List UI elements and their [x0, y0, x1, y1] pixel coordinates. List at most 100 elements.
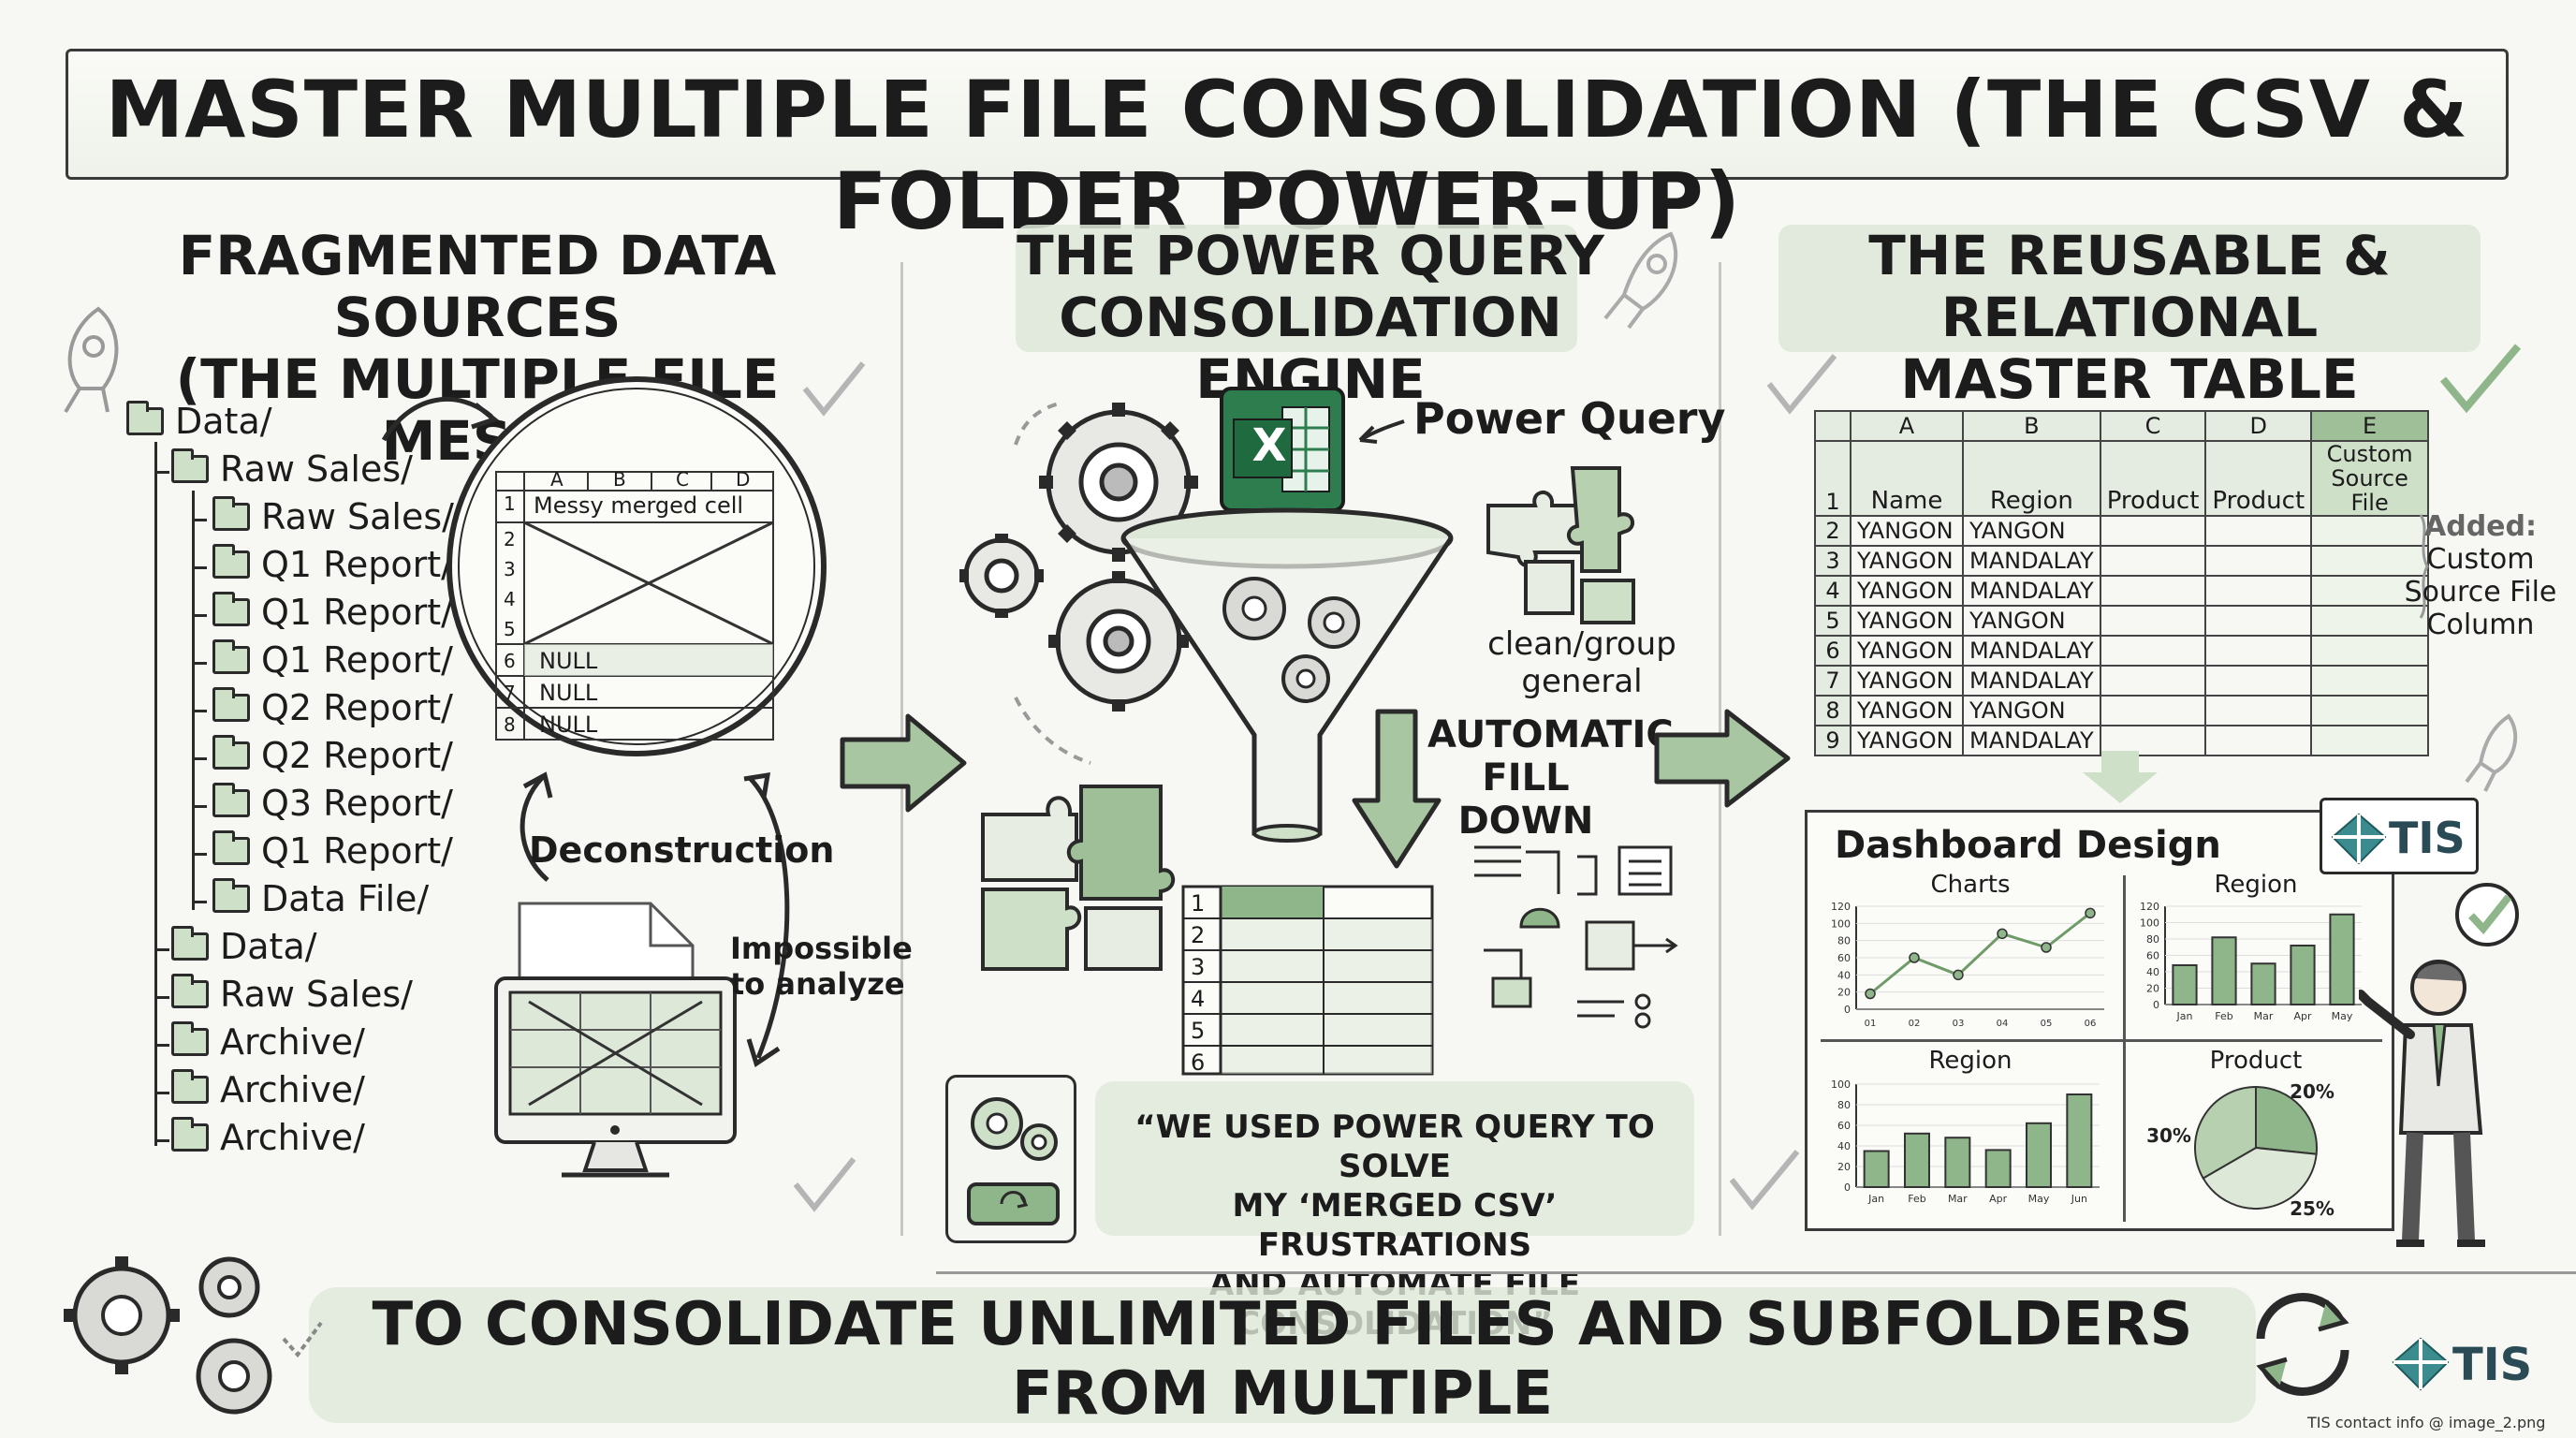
x-tick-label: Jan: [2176, 1010, 2193, 1022]
folder-item[interactable]: Q3 Report/: [192, 783, 453, 824]
grid-row-num: 5: [1191, 1018, 1206, 1044]
y-tick-label: 100: [1831, 1078, 1851, 1091]
puzzle-icon: [981, 785, 1176, 971]
pie-label: 30%: [2146, 1124, 2191, 1147]
folder-item[interactable]: Q1 Report/: [192, 830, 453, 872]
row-num: 9: [1814, 725, 1852, 756]
cell-name: YANGON: [1850, 725, 1964, 756]
checkmark-icon: [1766, 354, 1837, 415]
tree-connector: [154, 471, 169, 474]
footer-highlight: [309, 1287, 2256, 1423]
bar: [2250, 962, 2276, 1005]
y-tick-label: 100: [2140, 917, 2159, 930]
tree-connector: [154, 1139, 169, 1142]
line-series: [1869, 912, 2091, 995]
title-banner: [66, 49, 2509, 180]
grid-row-num: 2: [1191, 922, 1206, 948]
row-num: 5: [1814, 605, 1852, 637]
check-circle-icon: [2455, 883, 2519, 946]
folder-item[interactable]: Raw Sales/: [192, 496, 454, 537]
cell-region: MANDALAY: [1962, 545, 2101, 577]
impossible-line1: Impossible: [730, 931, 913, 966]
impossible-line2: to analyze: [730, 966, 905, 1002]
cell-name: YANGON: [1850, 695, 1964, 726]
down-arrow-small-icon: [2083, 751, 2158, 803]
folder-item[interactable]: Q2 Report/: [192, 735, 453, 776]
folder-label: Q2 Report/: [261, 735, 453, 776]
folder-label: Data/: [220, 926, 317, 967]
clean-group-label: clean/group general: [1474, 625, 1690, 700]
corner-cell: [1814, 410, 1852, 442]
cell-name: YANGON: [1850, 665, 1964, 697]
cell-product: [2204, 545, 2313, 577]
folder-item[interactable]: Data/: [126, 401, 272, 442]
footer-rule: [936, 1271, 2576, 1274]
sheet-col-b: B: [613, 468, 626, 491]
x-tick-label: May: [2332, 1010, 2353, 1022]
bar: [1944, 1137, 1971, 1188]
row-num: 4: [1814, 575, 1852, 607]
impossible-label: Impossible to analyze: [730, 931, 913, 1002]
folder-item[interactable]: Raw Sales/: [154, 448, 413, 490]
y-tick-label: 40: [1837, 1140, 1851, 1152]
rocket-icon: [1603, 231, 1678, 330]
line-point: [1997, 928, 2008, 940]
folder-item[interactable]: Archive/: [154, 1021, 365, 1063]
auto-fill-label: AUTOMATIC FILL DOWN: [1427, 713, 1674, 843]
row-num: 3: [1814, 545, 1852, 577]
null-cell: NULL: [539, 712, 598, 738]
quote-line1: “WE USED POWER QUERY TO SOLVE: [1134, 1108, 1655, 1185]
folder-label: Data File/: [261, 878, 430, 919]
pie-label: 20%: [2290, 1080, 2334, 1103]
checkmark-icon: [793, 1157, 856, 1212]
big-arrow-right-icon: [840, 713, 967, 813]
y-tick-label: 80: [1837, 1099, 1851, 1111]
messy-sheet: A B C D Messy merged cell 1 2 3 4 5 6 7 …: [494, 468, 775, 745]
tree-connector: [192, 757, 207, 760]
folder-icon: [171, 926, 209, 961]
quote-line2: MY ‘MERGED CSV’ FRUSTRATIONS: [1232, 1187, 1558, 1264]
added-note-line2: Custom: [2426, 543, 2535, 576]
folder-item[interactable]: Archive/: [154, 1069, 365, 1110]
folder-item[interactable]: Q2 Report/: [192, 687, 453, 728]
y-tick-label: 60: [2146, 950, 2159, 962]
folder-icon: [212, 830, 250, 865]
sheet-row-num: 6: [504, 650, 516, 672]
monitor-icon: [494, 902, 737, 1178]
folder-label: Raw Sales/: [220, 448, 413, 490]
folder-item[interactable]: Raw Sales/: [154, 974, 413, 1015]
y-tick-label: 100: [1831, 917, 1851, 930]
right-column-title: THE REUSABLE & RELATIONAL MASTER TABLE: [1741, 225, 2518, 410]
footer-line2: MERGED SOURCES, JUST ONE CLICK ON REFRES…: [309, 1429, 2256, 1438]
folder-label: Q1 Report/: [261, 592, 453, 633]
x-tick-label: Mar: [1948, 1193, 1968, 1205]
tree-connector: [154, 1092, 169, 1094]
output-grid: [1181, 885, 1434, 1076]
folder-item[interactable]: Data File/: [192, 878, 430, 919]
x-tick-label: Feb: [1908, 1193, 1925, 1205]
row-num: 6: [1814, 635, 1852, 667]
cell-product: [2099, 575, 2207, 607]
refresh-link[interactable]: REFRESH: [1789, 1429, 2097, 1438]
folder-item[interactable]: Q1 Report/: [192, 544, 453, 585]
folder-item[interactable]: Q1 Report/: [192, 592, 453, 633]
folder-item[interactable]: Data/: [154, 926, 317, 967]
folder-item[interactable]: Archive/: [154, 1117, 365, 1158]
sheet-row-num: 5: [504, 618, 516, 640]
folder-item[interactable]: Q1 Report/: [192, 639, 453, 681]
cell-product: [2099, 605, 2207, 637]
footer-check-icon: [282, 1321, 323, 1358]
refresh-icon[interactable]: [2242, 1283, 2364, 1404]
folder-label: Q1 Report/: [261, 544, 453, 585]
bar: [2290, 945, 2316, 1005]
header-region: Region: [1962, 440, 2101, 517]
x-tick-label: Jun: [2071, 1193, 2087, 1205]
